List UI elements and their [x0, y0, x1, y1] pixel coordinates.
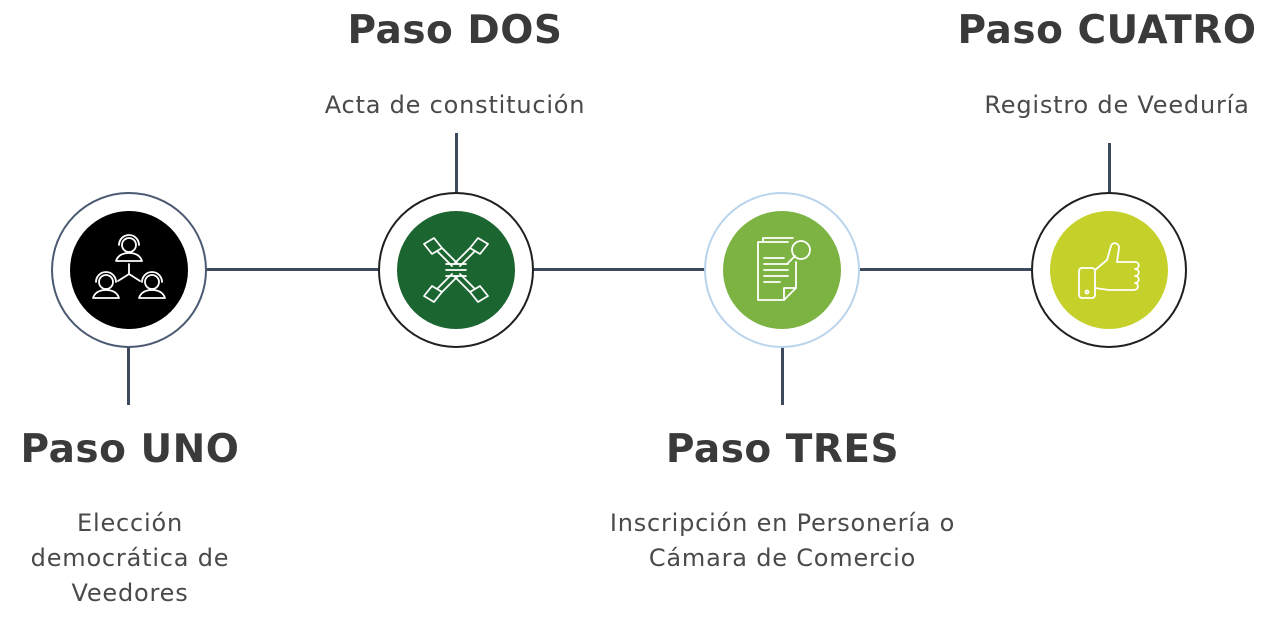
- step-1-description-line: democrática de: [30, 543, 230, 572]
- step-2-disc: [397, 211, 515, 329]
- step-4-description: Registro de Veeduría: [960, 88, 1274, 123]
- step-2-description: Acta de constitución: [290, 88, 620, 123]
- step-1-description: Elección democrática de Veedores: [5, 506, 255, 610]
- step-3-description-line: Cámara de Comercio: [648, 543, 917, 572]
- step-4-node: [1031, 192, 1187, 348]
- connector-1-2: [205, 268, 378, 271]
- step-1-node: [51, 192, 207, 348]
- step-1-disc: [70, 211, 188, 329]
- step-3-description-line: Inscripción en Personería o: [609, 509, 956, 537]
- step-2-title: Paso DOS: [347, 8, 563, 53]
- stem-step-3: [781, 347, 784, 405]
- hands-together-icon: [423, 237, 489, 303]
- thumbs-up-phone-icon: [1078, 242, 1140, 299]
- step-4-title: Paso CUATRO: [957, 8, 1257, 53]
- connector-2-3: [533, 268, 705, 271]
- people-network-icon: [92, 234, 166, 299]
- step-1-description-line: Elección: [77, 509, 183, 537]
- stem-step-4: [1108, 143, 1111, 193]
- step-3-description: Inscripción en Personería o Cámara de Co…: [590, 506, 975, 576]
- step-2-node: [378, 192, 534, 348]
- step-1-description-line: Veedores: [71, 578, 189, 607]
- step-1-title: Paso UNO: [20, 427, 240, 472]
- step-4-disc: [1050, 211, 1168, 329]
- step-3-title: Paso TRES: [665, 427, 900, 472]
- stem-step-1: [127, 347, 130, 405]
- step-3-node: [704, 192, 860, 348]
- document-search-icon: [757, 237, 811, 301]
- connector-3-4: [860, 268, 1032, 271]
- stem-step-2: [455, 133, 458, 193]
- step-2-description-line: Acta de constitución: [324, 91, 586, 119]
- step-3-disc: [723, 211, 841, 329]
- step-4-description-line: Registro de Veeduría: [984, 91, 1250, 119]
